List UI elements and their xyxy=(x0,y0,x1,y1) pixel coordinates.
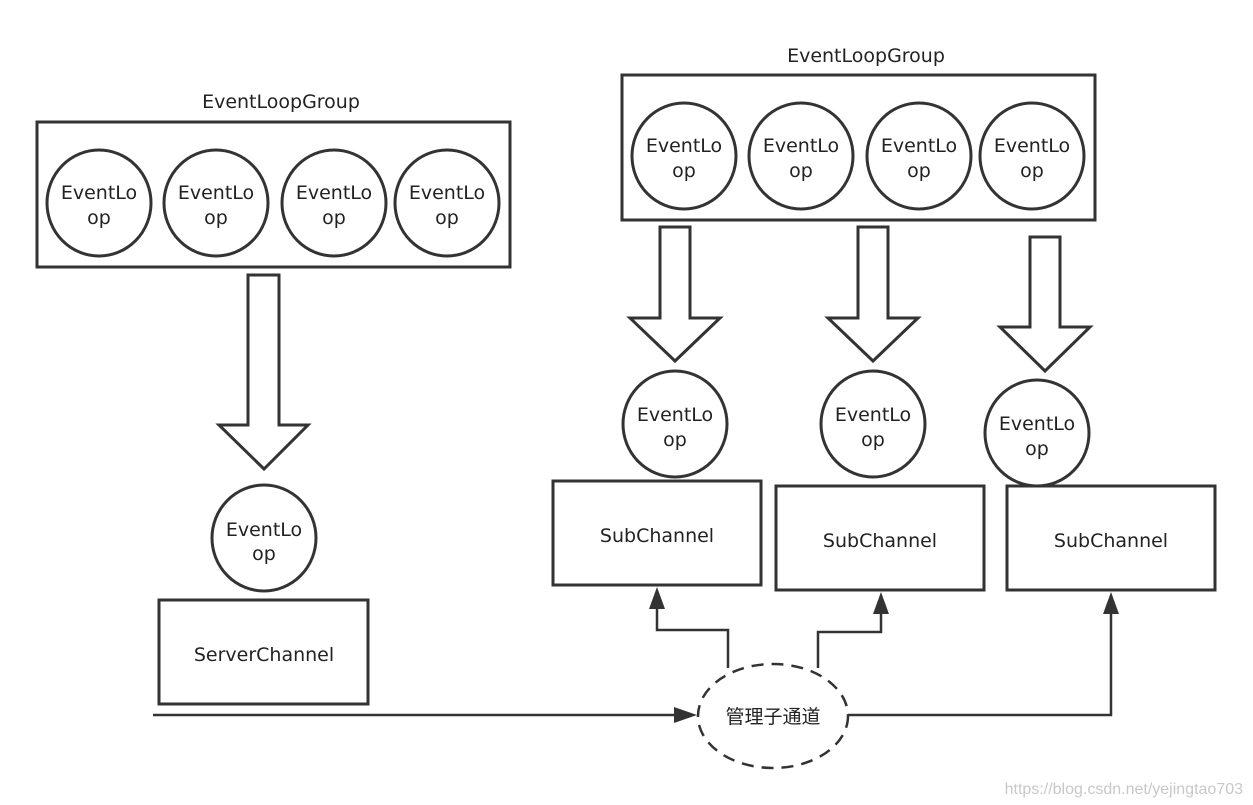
loop-label-line1: EventLo xyxy=(637,404,713,426)
manager-node: 管理子通道 xyxy=(696,662,850,770)
loop-label-line2: op xyxy=(252,543,276,565)
loop-label-line2: op xyxy=(663,429,687,451)
loop-label-line1: EventLo xyxy=(763,135,839,157)
manager-to-sub1-line xyxy=(655,603,730,668)
left-group-title: EventLoopGroup xyxy=(202,91,360,113)
loop-label-line1: EventLo xyxy=(881,135,957,157)
sub-down-arrow-1 xyxy=(626,225,724,364)
right-group-loop-3: EventLo op xyxy=(865,101,973,211)
loop-label-line1: EventLo xyxy=(994,135,1070,157)
sub-channel-label: SubChannel xyxy=(823,530,937,552)
right-group-loop-1: EventLo op xyxy=(630,101,738,211)
loop-label-line1: EventLo xyxy=(226,519,302,541)
sub-down-arrow-3 xyxy=(996,235,1094,374)
manager-to-sub3-line xyxy=(848,608,1113,717)
server-channel: ServerChannel xyxy=(157,598,370,706)
loop-label-line2: op xyxy=(322,207,346,229)
left-group-down-arrow xyxy=(215,273,312,472)
loop-label-line2: op xyxy=(1020,160,1044,182)
loop-label-line1: EventLo xyxy=(178,182,254,204)
manager-to-sub2-arrowhead xyxy=(873,592,889,614)
manager-to-sub3-arrowhead xyxy=(1103,592,1119,614)
sub-channel-label: SubChannel xyxy=(600,525,714,547)
left-group-loop-3: EventLo op xyxy=(280,148,388,258)
loop-label-line1: EventLo xyxy=(61,182,137,204)
loop-label-line1: EventLo xyxy=(296,182,372,204)
left-group-loop-1: EventLo op xyxy=(45,148,153,258)
server-to-manager-arrowhead xyxy=(674,707,697,723)
manager-label: 管理子通道 xyxy=(725,706,820,728)
loop-label-line2: op xyxy=(204,207,228,229)
sub-loop-3: EventLo op xyxy=(983,378,1091,488)
loop-label-line1: EventLo xyxy=(999,413,1075,435)
sub-channel-3: SubChannel xyxy=(1005,484,1217,592)
manager-to-sub2-line xyxy=(816,608,883,668)
loop-label-line2: op xyxy=(861,429,885,451)
sub-channel-1: SubChannel xyxy=(551,479,763,587)
right-group-loop-4: EventLo op xyxy=(978,101,1086,211)
loop-label-line2: op xyxy=(87,207,111,229)
loop-label-line1: EventLo xyxy=(835,404,911,426)
loop-label-line1: EventLo xyxy=(646,135,722,157)
sub-loop-2: EventLo op xyxy=(819,369,927,479)
loop-label-line2: op xyxy=(672,160,696,182)
left-group-loop-2: EventLo op xyxy=(162,148,270,258)
watermark: https://blog.csdn.net/yejingtao703 xyxy=(1005,781,1243,798)
loop-label-line2: op xyxy=(907,160,931,182)
loop-label-line2: op xyxy=(435,207,459,229)
loop-label-line1: EventLo xyxy=(409,182,485,204)
sub-down-arrow-2 xyxy=(824,225,922,364)
sub-loop-1: EventLo op xyxy=(621,369,729,479)
sub-channel-label: SubChannel xyxy=(1054,530,1168,552)
right-group-loop-2: EventLo op xyxy=(747,101,855,211)
manager-to-sub1-arrowhead xyxy=(649,587,665,609)
right-group-title: EventLoopGroup xyxy=(787,45,945,67)
server-loop: EventLo op xyxy=(210,483,318,593)
left-group-loop-4: EventLo op xyxy=(393,148,501,258)
server-channel-label: ServerChannel xyxy=(194,644,334,666)
loop-label-line2: op xyxy=(789,160,813,182)
loop-label-line2: op xyxy=(1025,438,1049,460)
sub-channel-2: SubChannel xyxy=(774,484,986,592)
